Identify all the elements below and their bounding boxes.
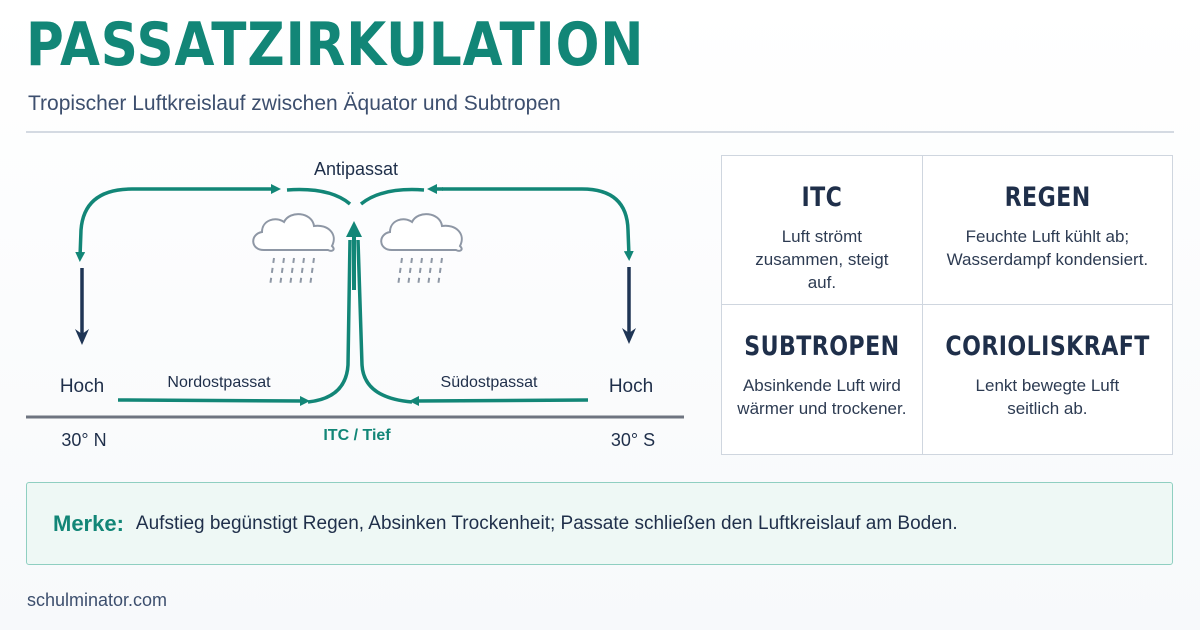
card-title: ITC — [801, 182, 843, 213]
right-upper-arrow-tail — [359, 187, 425, 206]
note-box: Merke: Aufstieg begünstigt Regen, Absink… — [26, 482, 1173, 565]
card-text: Lenkt bewegte Luft seitlich ab. — [975, 376, 1120, 418]
itc-rising-right-branch — [356, 239, 413, 404]
left-upper-arrow — [75, 187, 276, 262]
left-latitude-label: 30° N — [61, 430, 106, 450]
card-corioliskraft: CORIOLISKRAFT Lenkt bewegte Luft seitlic… — [923, 305, 1172, 454]
page-subtitle: Tropischer Luftkreislauf zwischen Äquato… — [28, 92, 561, 115]
left-wind-label: Nordostpassat — [167, 374, 271, 391]
card-text: Feuchte Luft kühlt ab; Wasserdampf konde… — [946, 227, 1149, 269]
antipassat-label: Antipassat — [314, 159, 398, 179]
right-high-label: Hoch — [609, 376, 653, 397]
right-latitude-label: 30° S — [611, 430, 655, 450]
rain-cloud-icon — [380, 213, 463, 287]
card-text: Luft strömt zusammen, steigt auf. — [755, 227, 889, 292]
left-high-label: Hoch — [60, 376, 104, 397]
circulation-diagram: Antipassat Hoch Hoch Nordostpassat Südos… — [26, 159, 684, 450]
footer-source: schulminator.com — [27, 590, 168, 610]
left-upper-arrow-tail — [286, 187, 352, 206]
itc-rising-left-branch — [307, 239, 352, 404]
card-text: Absinkende Luft wird wärmer und trockene… — [737, 376, 907, 418]
card-title: REGEN — [1004, 182, 1091, 213]
info-card-grid: ITC Luft strömt zusammen, steigt auf. RE… — [721, 155, 1173, 455]
card-title: SUBTROPEN — [744, 331, 900, 362]
right-trade-wind-arrow — [409, 395, 589, 406]
right-upper-arrow — [442, 187, 634, 261]
note-text: Aufstieg begünstigt Regen, Absinken Troc… — [135, 512, 958, 534]
card-itc: ITC Luft strömt zusammen, steigt auf. — [722, 156, 923, 305]
itc-label: ITC / Tief — [323, 427, 391, 444]
card-title: CORIOLISKRAFT — [945, 331, 1150, 362]
card-regen: REGEN Feuchte Luft kühlt ab; Wasserdampf… — [922, 156, 1172, 305]
card-subtropen: SUBTROPEN Absinkende Luft wird wärmer un… — [722, 305, 923, 454]
left-trade-wind-arrow — [117, 395, 310, 406]
page-title: PASSATZIRKULATION — [26, 10, 645, 80]
note-label: Merke: — [53, 510, 124, 536]
title-divider — [26, 131, 1174, 133]
rain-cloud-icon — [252, 213, 335, 287]
right-wind-label: Südostpassat — [441, 374, 539, 391]
